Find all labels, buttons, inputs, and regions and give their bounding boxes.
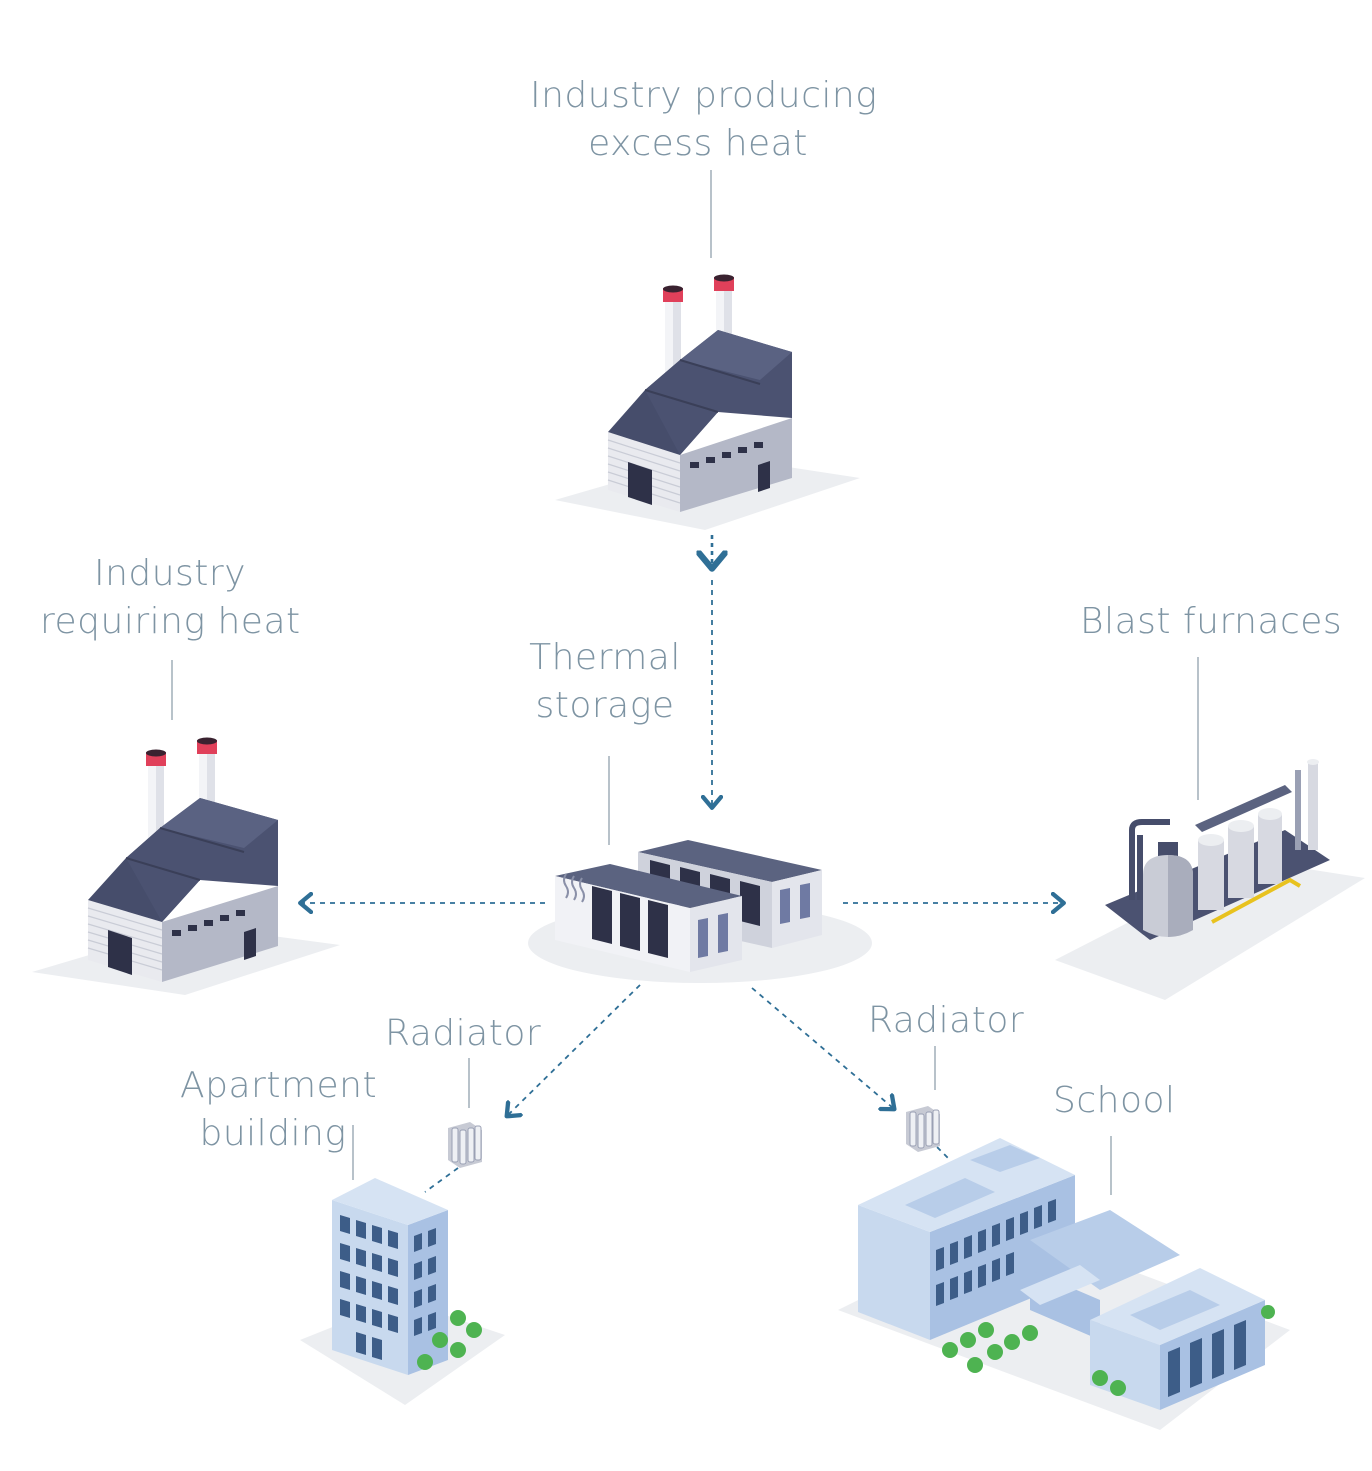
label-apartment-building: Apartment building bbox=[180, 1062, 378, 1158]
label-school: School bbox=[1053, 1080, 1176, 1121]
line-radiator-to-apartment bbox=[424, 1167, 459, 1193]
label-apartment-line2: building bbox=[199, 1113, 347, 1154]
arrow-storage-to-radiator-right bbox=[751, 987, 893, 1108]
label-blast-furnaces: Blast furnaces bbox=[1080, 601, 1343, 642]
factory-excess-heat-illustration bbox=[555, 274, 860, 530]
factory-requiring-heat-illustration bbox=[32, 737, 340, 995]
label-industry-requiring-line1: Industry bbox=[93, 553, 247, 594]
blast-furnaces-illustration bbox=[1055, 759, 1365, 1000]
label-industry-requiring-line2: requiring heat bbox=[40, 601, 301, 642]
label-industry-excess-line1: Industry producing bbox=[530, 75, 878, 116]
arrow-storage-to-radiator-left bbox=[508, 984, 641, 1115]
apartment-trees bbox=[417, 1310, 482, 1370]
label-apartment-line1: Apartment bbox=[180, 1065, 378, 1106]
thermal-storage-illustration bbox=[528, 840, 872, 983]
label-thermal-storage-line2: storage bbox=[535, 685, 675, 726]
school-trees bbox=[942, 1305, 1275, 1396]
label-radiator-left: Radiator bbox=[385, 1013, 542, 1054]
leader-lines bbox=[171, 170, 1199, 1195]
label-thermal-storage-line1: Thermal bbox=[529, 637, 681, 678]
radiator-right-illustration bbox=[906, 1106, 940, 1152]
label-thermal-storage: Thermal storage bbox=[520, 634, 690, 730]
label-industry-requiring-heat: Industry requiring heat bbox=[40, 550, 300, 646]
school-illustration bbox=[838, 1138, 1290, 1430]
label-radiator-right: Radiator bbox=[868, 1000, 1025, 1041]
label-industry-excess-heat: Industry producing excess heat bbox=[530, 72, 878, 168]
apartment-building-illustration bbox=[300, 1178, 505, 1405]
label-industry-excess-line2: excess heat bbox=[588, 123, 808, 164]
radiator-left-illustration bbox=[448, 1122, 482, 1168]
